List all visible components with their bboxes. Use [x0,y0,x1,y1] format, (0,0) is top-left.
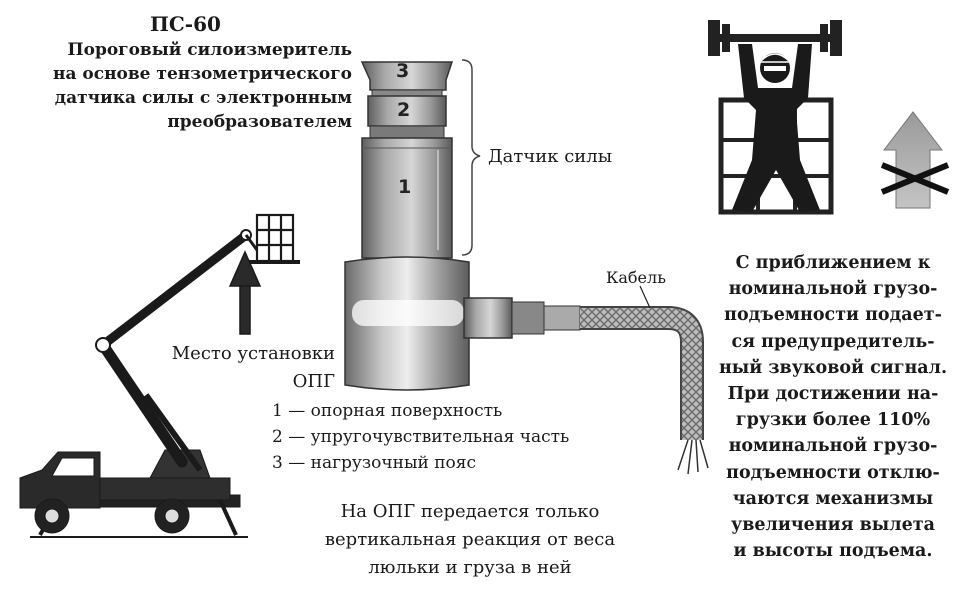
install-place-label: Место установки ОПГ [130,340,335,396]
install-point-arrow [228,250,262,335]
overload-warning-note: С приближением к номинальной грузо- подъ… [702,250,964,564]
worker-figure [732,44,820,212]
install-place-line: ОПГ [292,371,335,392]
sensor-brace [461,59,481,256]
cable-label: Кабель [606,268,666,287]
boom-knuckle [95,337,111,353]
note-line: подъемности подает- [724,305,942,326]
load-belt [360,61,454,91]
truck-body [99,477,231,501]
barbell [716,34,834,42]
hard-hat [758,53,792,63]
legend-item: 3 — нагрузочный пояс [272,453,477,473]
note-line: люльки и груза в ней [368,557,572,578]
title-line: датчика силы с электронным [54,88,352,108]
note-line: На ОПГ передается только [340,501,600,522]
elastic-part [367,95,447,127]
device-description: Пороговый силоизмеритель на основе тензо… [12,38,352,134]
install-place-line: Место установки [171,343,335,364]
note-line: чаются механизмы [732,488,934,509]
part-number-1: 1 [398,176,412,198]
note-line: и высоты подъема. [733,541,933,562]
overload-pictogram [708,20,842,215]
note-line: ся предупредитель- [731,331,935,352]
note-line: ный звуковой сигнал. [718,357,948,378]
part-number-2: 2 [397,99,411,121]
cable-connector [463,297,513,339]
note-line: С приближением к [735,253,931,273]
note-line: номинальной грузо- [728,436,938,457]
upper-boom [98,230,251,350]
note-line: подъемности отклю- [726,462,940,483]
note-line: При достижении на- [727,384,939,405]
up-arrow-icon [882,111,944,209]
device-code: ПС-60 [150,12,221,36]
cable [580,308,702,440]
cable-outline [580,306,704,440]
legend-item: 1 — опорная поверхность [272,401,503,421]
lift-blocked-sign [880,111,950,209]
lower-boom [97,339,188,468]
part-number-3: 3 [396,60,410,82]
note-line: грузки более 110% [735,410,931,431]
parts-legend: 1 — опорная поверхность 2 — упругочувств… [272,398,569,476]
legend-item: 2 — упругочувствительная часть [272,427,570,447]
cable-wires [677,439,709,475]
title-line: Пороговый силоизмеритель [67,40,352,60]
force-sensor [344,61,581,391]
cable-label-leader [639,285,651,309]
note-line: увеличения вылета [731,515,935,536]
note-line: номинальной грузо- [728,279,938,300]
outrigger-rear [218,499,238,536]
title-line: преобразователем [167,112,352,132]
load-transfer-note: На ОПГ передается только вертикальная ре… [280,498,660,582]
aerial-platform-truck [19,213,300,538]
note-line: вертикальная реакция от веса [324,529,616,550]
boom-cylinder [143,393,203,472]
sensor-label: Датчик силы [488,146,613,167]
platform-basket [244,213,300,264]
title-line: на основе тензометрического [53,64,352,84]
truck-window [51,457,95,477]
